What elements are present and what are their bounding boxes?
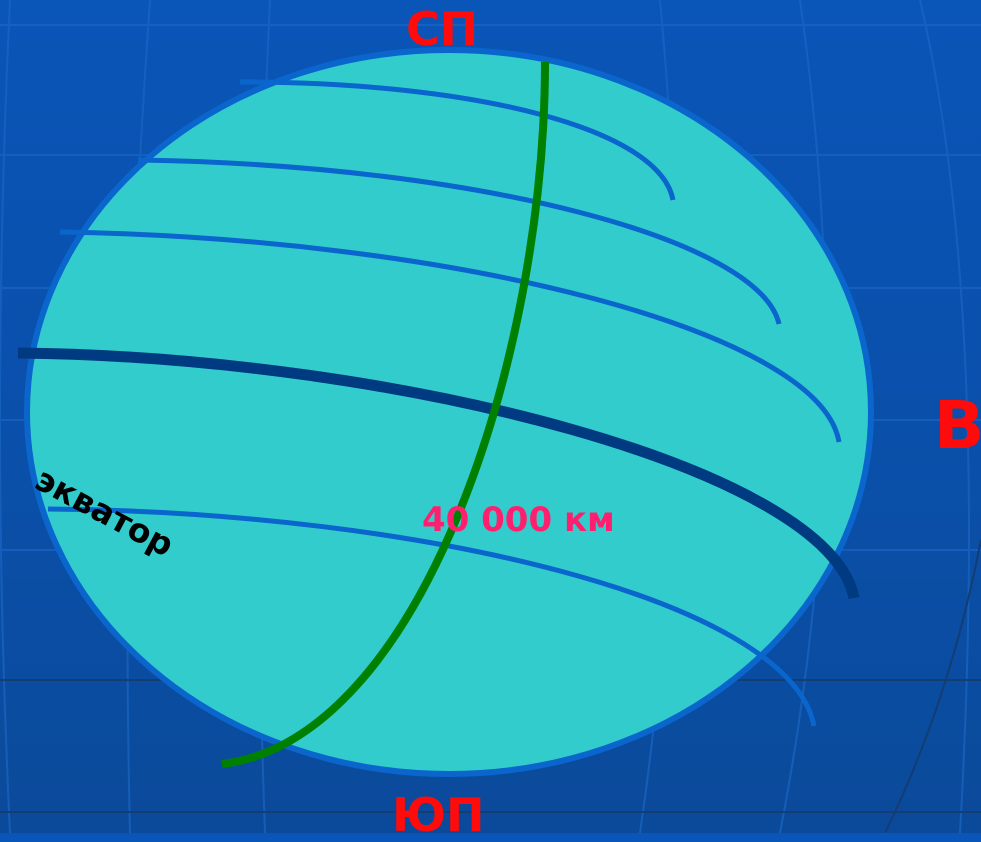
north-pole-label: СП xyxy=(406,2,479,56)
meridian-line xyxy=(221,61,549,768)
parallel-line xyxy=(47,506,817,727)
parallel-line xyxy=(137,157,782,325)
globe xyxy=(24,47,874,777)
parallel-line xyxy=(59,229,842,443)
distance-label: 40 000 км xyxy=(422,500,615,540)
south-pole-label: ЮП xyxy=(392,788,485,842)
equator-line xyxy=(17,347,860,600)
east-label: В xyxy=(934,387,981,464)
